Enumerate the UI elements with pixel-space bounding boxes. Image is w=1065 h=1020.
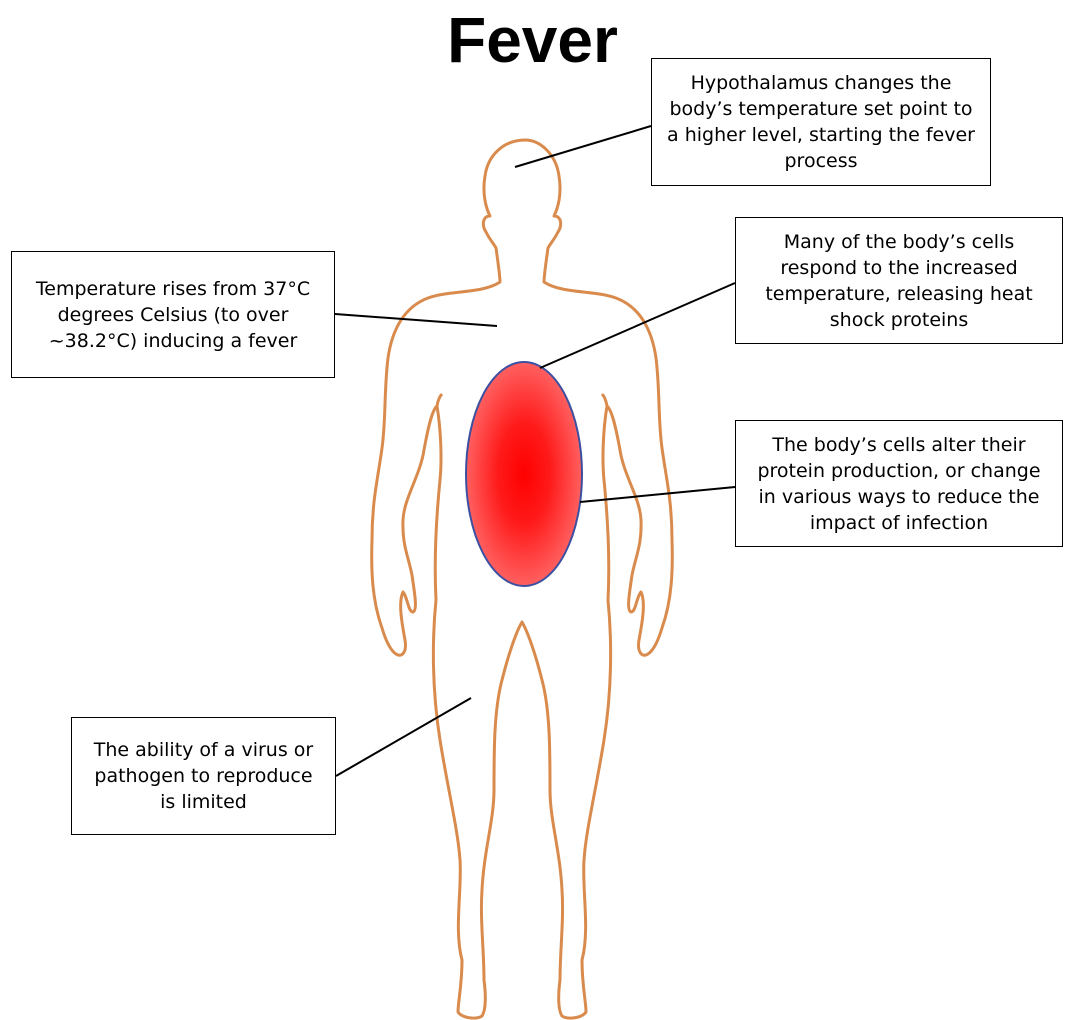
- leader-line-temperature: [335, 314, 497, 326]
- heat-region: [466, 362, 582, 586]
- callout-protein-production: The body’s cells alter their protein pro…: [735, 420, 1063, 547]
- callout-heat-shock: Many of the body’s cells respond to the …: [735, 217, 1063, 344]
- callout-hypothalamus: Hypothalamus changes the body’s temperat…: [651, 58, 991, 186]
- callout-temperature: Temperature rises from 37°C degrees Cels…: [11, 251, 335, 378]
- leader-line-pathogen: [336, 698, 471, 776]
- leader-line-heat-shock: [540, 283, 735, 368]
- right-arm-inner-line: [602, 394, 607, 406]
- leader-line-protein: [580, 487, 735, 502]
- callout-pathogen: The ability of a virus or pathogen to re…: [71, 717, 336, 835]
- left-arm-inner-line: [437, 394, 442, 406]
- leader-line-hypothalamus: [515, 126, 651, 167]
